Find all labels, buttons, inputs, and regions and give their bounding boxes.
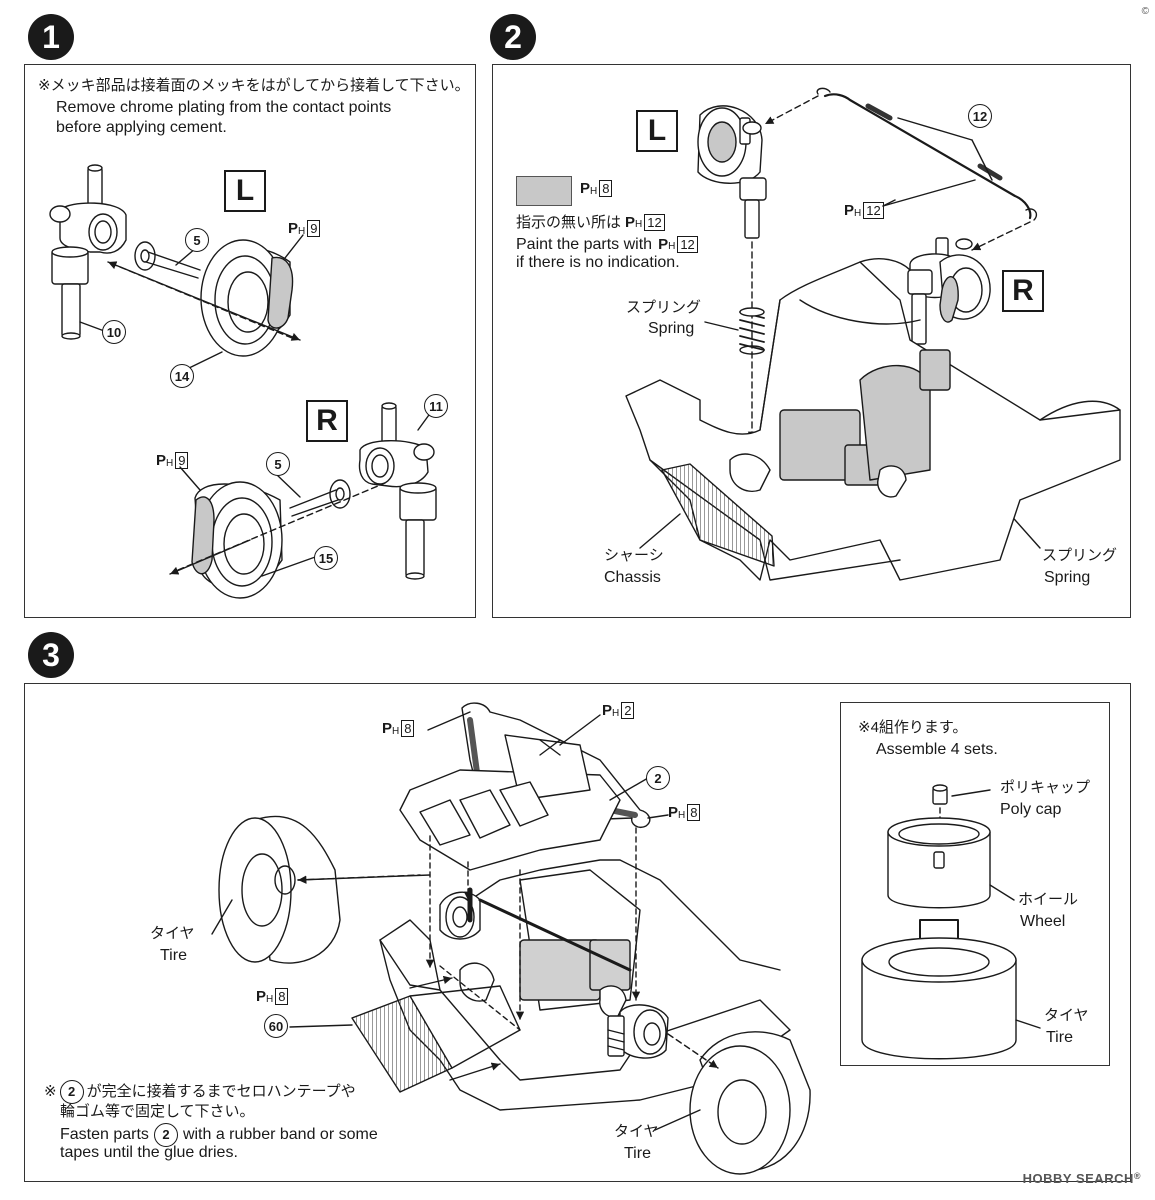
inset-polycap-jp: ポリキャップ [1000, 779, 1091, 796]
stabilizer-bar [816, 87, 1038, 221]
hobby-search-watermark: HOBBY SEARCH® [1022, 1171, 1141, 1186]
step2-spring-right-en: Spring [1044, 569, 1091, 586]
upright-right [358, 402, 437, 580]
part-14: 14 [170, 364, 194, 388]
inset-tire-en: Tire [1046, 1029, 1073, 1046]
step3-tire-left-en: Tire [160, 947, 187, 964]
step1-note-jp: ※メッキ部品は接着面のメッキをはがしてから接着して下さい。 [38, 77, 470, 94]
tire-left [218, 815, 341, 964]
part-2: 2 [646, 766, 670, 790]
step2-side-right-label: R [1002, 270, 1044, 312]
step3-upright-left [439, 887, 481, 940]
hub-left [200, 239, 294, 357]
step3-note-en-2: tapes until the glue dries. [60, 1144, 238, 1161]
step3-note-en-1: Fasten parts 2 with a rubber band or som… [60, 1123, 378, 1147]
step2-spring-left-jp: スプリング [626, 299, 702, 316]
inset-tire [861, 937, 1017, 1060]
step1-side-right-label: R [306, 400, 348, 442]
step-2-badge: 2 [490, 14, 536, 60]
inset-wheel-en: Wheel [1020, 913, 1066, 930]
upright-left [49, 164, 127, 340]
step2-upright-right [907, 237, 991, 345]
part-15: 15 [314, 546, 338, 570]
step2-spring-right-jp: スプリング [1042, 547, 1118, 564]
step-3-badge: 3 [28, 632, 74, 678]
part-11: 11 [424, 394, 448, 418]
spring-left [739, 307, 765, 355]
inset-wheel-jp: ホイール [1018, 891, 1079, 908]
step3-note-jp-1: ※ 2 が完全に接着するまでセロハンテープや [44, 1080, 356, 1104]
step2-paint-note-en-2: if there is no indication. [516, 254, 680, 271]
step3-tire-right-jp: タイヤ [614, 1123, 659, 1140]
hub-right [191, 481, 283, 599]
step2-side-left-label: L [636, 110, 678, 152]
inset-wheel [887, 817, 991, 909]
paint-swatch-ph8 [516, 176, 572, 206]
step2-upright-left [697, 105, 767, 239]
step2-spring-left-en: Spring [648, 320, 695, 337]
pin-right [289, 479, 351, 517]
step3-tire-right-en: Tire [624, 1145, 651, 1162]
inset-polycap-en: Poly cap [1000, 801, 1062, 818]
chassis-step2 [625, 258, 1121, 581]
step-1-badge: 1 [28, 14, 74, 60]
step1-note-en-1: Remove chrome plating from the contact p… [56, 99, 392, 116]
inset-note-en: Assemble 4 sets. [876, 741, 998, 758]
step3-tire-left-jp: タイヤ [150, 925, 195, 942]
step3-upright-right [607, 1004, 669, 1059]
part-60: 60 [264, 1014, 288, 1038]
part-5-right: 5 [266, 452, 290, 476]
step2-chassis-jp: シャーシ [604, 547, 664, 564]
copyright-mark: © [1141, 6, 1149, 17]
step3-note-jp-2: 輪ゴム等で固定して下さい。 [60, 1103, 255, 1120]
part-5-left: 5 [185, 228, 209, 252]
step1-side-left-label: L [224, 170, 266, 212]
step2-chassis-en: Chassis [604, 569, 661, 586]
tire-right [689, 1031, 811, 1175]
inset-note-jp: ※4組作ります。 [858, 719, 968, 736]
step1-note-en-2: before applying cement. [56, 119, 227, 136]
upper-frame [399, 702, 651, 871]
part-10: 10 [102, 320, 126, 344]
pin-left [134, 241, 201, 279]
inset-polycap [932, 784, 948, 805]
part-12: 12 [968, 104, 992, 128]
inset-tire-jp: タイヤ [1044, 1007, 1089, 1024]
front-grille [351, 985, 521, 1093]
